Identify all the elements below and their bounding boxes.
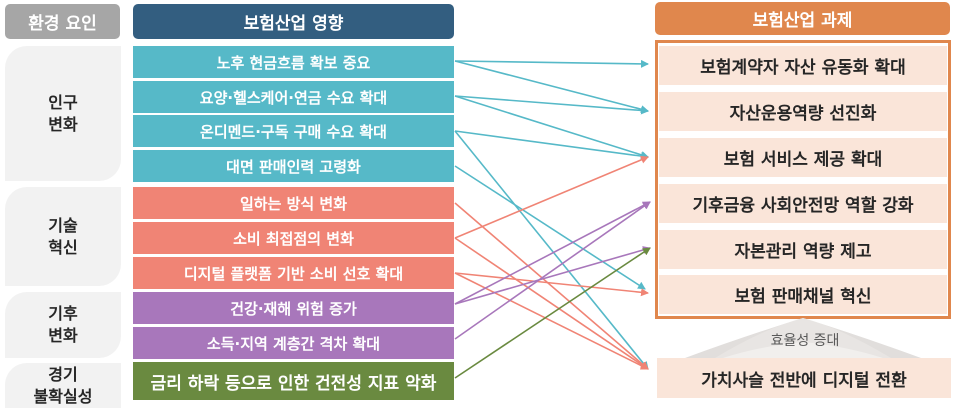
impact-retirement-cashflow: 노후 현금흐름 확보 중요 <box>133 46 454 78</box>
arrow-impact4-digital <box>454 202 649 370</box>
environment-factors-header: 환경 요인 <box>5 4 120 39</box>
arrow-impact5-task2 <box>454 156 649 239</box>
impact-aging-salesforce: 대면 판매인력 고령화 <box>133 150 454 182</box>
task-digital-transformation: 가치사슬 전반에 디지털 전환 <box>657 358 951 398</box>
arrow-impact6-digital <box>454 272 649 370</box>
pillar-climate-change: 기후 변화 <box>5 292 121 358</box>
task-asset-management: 자산운용역량 선진화 <box>659 92 947 131</box>
arrow-impact1-task2 <box>454 95 649 159</box>
impact-consumer-touchpoint: 소비 최접점의 변화 <box>133 222 454 254</box>
pillar-demographic-change: 인구 변화 <box>5 46 121 181</box>
arrow-impact1-task1 <box>454 95 649 115</box>
tasks-frame <box>655 40 951 319</box>
impact-health-disaster-risk: 건강·재해 위험 증가 <box>133 292 454 324</box>
pillar-economic-uncertainty: 경기 불확실성 <box>5 363 121 408</box>
efficiency-up-arrow-icon <box>685 318 921 358</box>
task-capital-management: 자본관리 역량 제고 <box>659 230 947 269</box>
impact-income-gap: 소득·지역 계층간 격차 확대 <box>133 327 454 359</box>
arrow-impact0-task1 <box>454 60 649 114</box>
arrow-impact2-digital <box>454 130 649 370</box>
arrow-impact7-task4 <box>454 246 651 305</box>
impact-solvency-deterioration: 금리 하락 등으로 인한 건전성 지표 악화 <box>133 362 454 400</box>
pillar-tech-innovation: 기술 혁신 <box>5 187 121 286</box>
task-asset-liquidity: 보험계약자 자산 유동화 확대 <box>659 46 947 85</box>
arrow-impact6-task5 <box>454 272 649 297</box>
impact-work-style-change: 일하는 방식 변화 <box>133 187 454 219</box>
arrow-impact5-digital <box>454 237 649 370</box>
arrow-impact9-task4 <box>454 247 651 379</box>
efficiency-label: 효율성 증대 <box>770 333 840 349</box>
insurance-impact-header: 보험산업 영향 <box>133 4 454 39</box>
task-service-expansion: 보험 서비스 제공 확대 <box>659 138 947 177</box>
insurance-tasks-header: 보험산업 과제 <box>655 2 950 35</box>
impact-care-health-pension-demand: 요양·헬스케어·연금 수요 확대 <box>133 81 454 113</box>
impact-ondemand-subscription: 온디멘드·구독 구매 수요 확대 <box>133 115 454 147</box>
arrow-impact2-task2 <box>454 130 649 161</box>
arrow-impact7-task3 <box>454 201 651 305</box>
arrow-impact3-task5 <box>454 165 646 290</box>
task-climate-finance: 기후금융 사회안전망 역할 강화 <box>659 184 947 223</box>
arrow-impact8-task3 <box>454 201 651 340</box>
arrow-impact0-task0 <box>454 59 649 68</box>
task-sales-channel-innovation: 보험 판매채널 혁신 <box>659 275 947 314</box>
impact-digital-platform-preference: 디지털 플랫폼 기반 소비 선호 확대 <box>133 257 454 289</box>
